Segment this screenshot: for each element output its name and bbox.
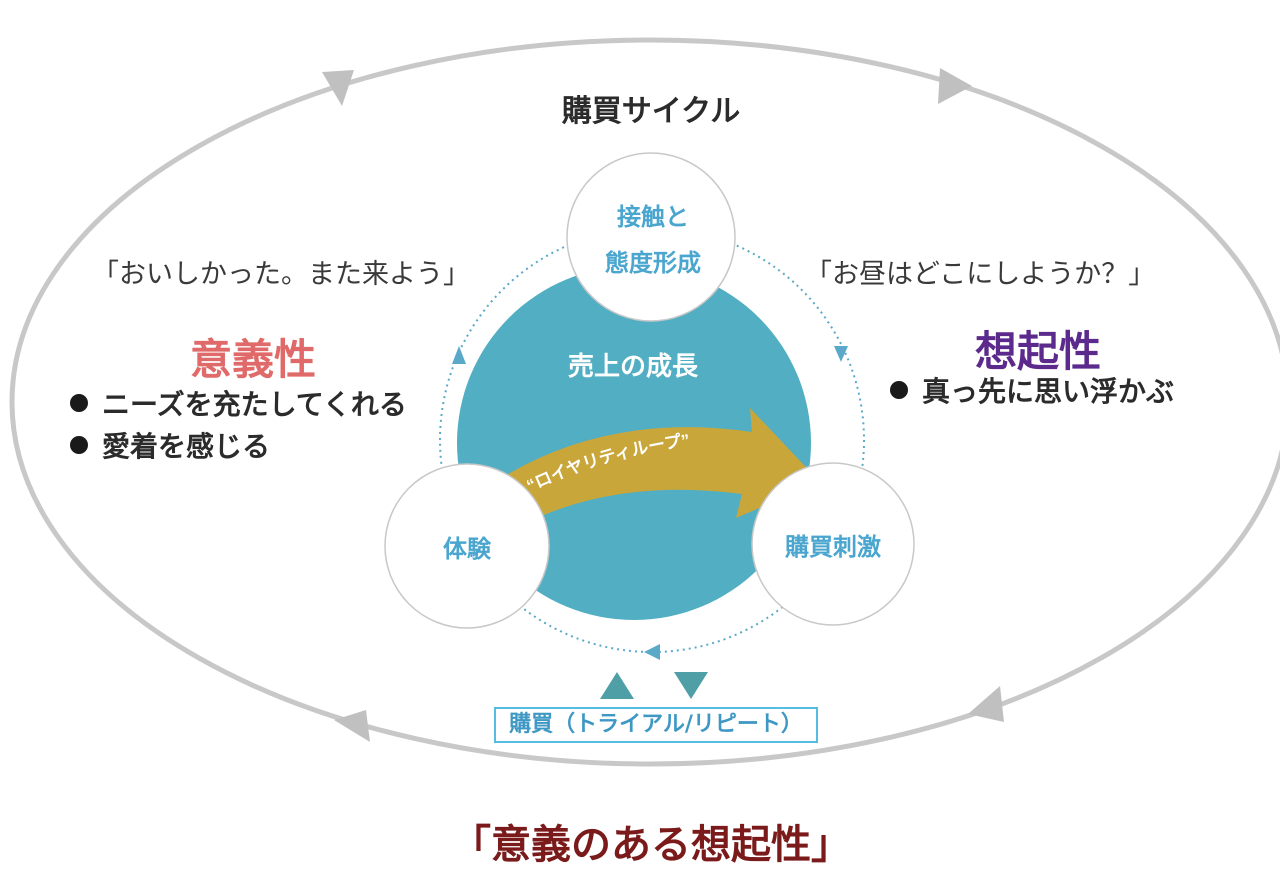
- loyalty-loop-arrow: [486, 408, 820, 522]
- cycle-arrow-bottom-right: [968, 686, 1004, 722]
- bullet-dot-icon: [70, 394, 88, 412]
- node-contact-label: 接触と 態度形成: [560, 194, 746, 286]
- growth-label: 売上の成長: [567, 352, 698, 382]
- inner-dotted-loop: [439, 227, 865, 653]
- inner-arrow-bottom: [644, 644, 660, 660]
- node-stimulus-label: 購買刺激: [785, 533, 881, 561]
- node-contact-line-1: 接触と: [617, 203, 689, 231]
- cycle-arrow-bottom-left: [334, 710, 370, 742]
- bullet-item: ニーズを充たしてくれる: [70, 384, 407, 426]
- node-stimulus-circle: [751, 462, 915, 626]
- bullet-text: ニーズを充たしてくれる: [102, 388, 407, 421]
- node-contact-circle: [566, 152, 736, 322]
- bottom-title: 「意義のある想起性」: [451, 822, 851, 868]
- meaning-bullet-list: ニーズを充たしてくれる 愛着を感じる: [70, 384, 407, 468]
- quote-right: 「お昼はどこにしようか？」: [805, 259, 1156, 290]
- bullet-dot-icon: [70, 436, 88, 454]
- bullet-text: 真っ先に思い浮かぶ: [922, 375, 1175, 408]
- inner-arrow-right: [834, 346, 848, 362]
- node-contact-line-2: 態度形成: [605, 249, 701, 277]
- bullet-text: 愛着を感じる: [102, 430, 271, 463]
- heading-meaning: 意義性: [190, 335, 317, 384]
- outer-cycle-ring: [9, 37, 1280, 767]
- bullet-dot-icon: [890, 381, 908, 399]
- inner-arrow-left: [452, 346, 466, 364]
- cycle-arrow-top-right: [938, 68, 972, 104]
- bullet-item: 愛着を感じる: [70, 426, 407, 468]
- cycle-title: 購買サイクル: [561, 94, 741, 129]
- purchase-box: 購買（トライアル/リピート）: [494, 707, 818, 743]
- cycle-arrow-top-left: [322, 70, 354, 106]
- purchase-triangle-up: [600, 672, 634, 699]
- purchase-triangle-down: [674, 672, 708, 699]
- quote-left: 「おいしかった。また来よう」: [92, 259, 470, 290]
- recall-bullet-list: 真っ先に思い浮かぶ: [890, 371, 1174, 413]
- bullet-item: 真っ先に思い浮かぶ: [890, 371, 1174, 413]
- node-experience-circle: [384, 463, 550, 629]
- node-experience-label: 体験: [443, 535, 491, 563]
- heading-recall: 想起性: [975, 327, 1102, 376]
